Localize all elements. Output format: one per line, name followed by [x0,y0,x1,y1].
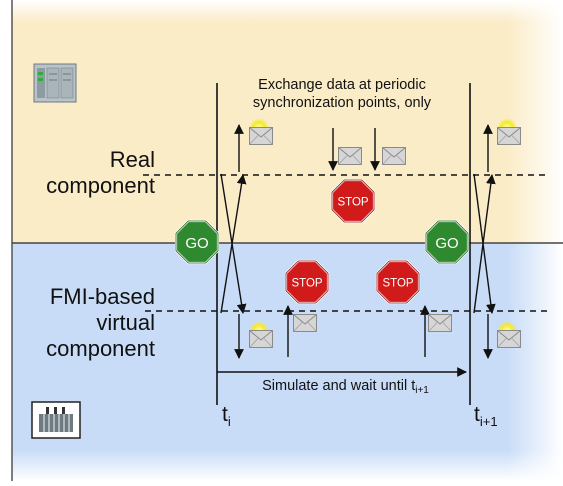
bottom-fade [12,450,563,481]
virtual-label-line1: FMI-based [49,284,155,309]
envelope-light-icon [497,118,521,145]
plc-icon [33,63,77,103]
real-label-line1: Real [109,147,155,172]
exchange-note: Exchange data at periodic synchronizatio… [232,76,452,112]
virtual-label-line3: component [46,336,155,361]
simulate-note-sub: i+1 [415,385,429,396]
real-component-band [12,0,563,243]
transformer-icon [31,401,81,439]
simulate-note-text: Simulate and wait until t [262,378,416,394]
stop-label: STOP [337,197,368,209]
envelope-icon [428,314,452,332]
real-label-line2: component [46,173,155,198]
go-label: GO [185,235,208,252]
time-label-ti: ti [222,403,231,429]
envelope-icon [382,147,406,165]
stop-sign-virtual-1: STOP [284,259,330,305]
time-ti-sub: i [227,414,231,429]
time-label-ti1: ti+1 [474,403,498,429]
envelope-light-icon [249,321,273,348]
envelope-light-icon [249,118,273,145]
cross-arrow-up-ti [220,174,247,314]
envelope-icon [338,147,362,165]
go-sign-ti1: GO [424,219,470,265]
cross-arrow-up-ti1 [473,174,496,314]
real-component-label: Real component [40,147,155,199]
time-ti1-base: t [474,403,480,426]
stop-sign-virtual-2: STOP [375,259,421,305]
go-label: GO [435,235,458,252]
envelope-light-icon [497,321,521,348]
simulate-note: Simulate and wait until ti+1 [228,377,463,400]
envelope-icon [293,314,317,332]
virtual-label-line2: virtual [96,310,155,335]
time-ti1-sub: i+1 [479,414,498,429]
virtual-component-label: FMI-based virtual component [20,284,155,362]
stop-sign-real: STOP [330,178,376,224]
stop-label: STOP [291,278,322,290]
exchange-note-line1: Exchange data at periodic [258,77,426,93]
top-fade [12,0,563,22]
stop-label: STOP [382,278,413,290]
time-ti-base: t [222,403,228,426]
go-sign-ti: GO [174,219,220,265]
exchange-note-line2: synchronization points, only [252,95,432,111]
